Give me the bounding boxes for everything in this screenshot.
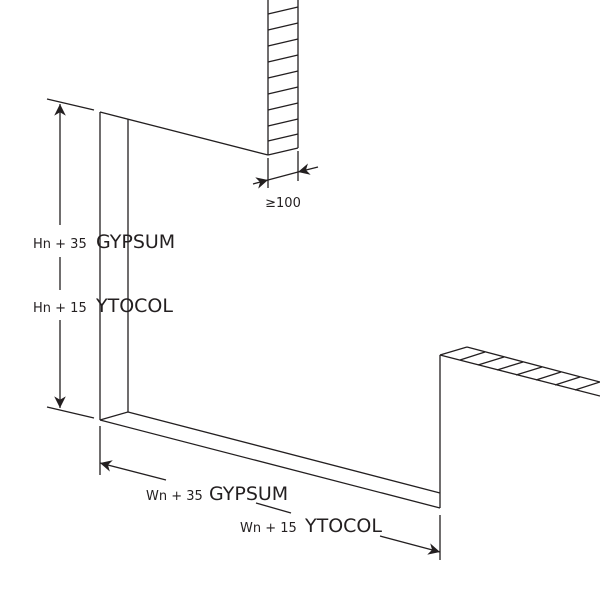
opening-sill	[99, 411, 441, 509]
height-gypsum-formula: Hn + 35	[33, 237, 87, 252]
height-ytocol-formula: Hn + 15	[33, 301, 87, 316]
right-wall-section	[439, 346, 600, 508]
height-gypsum-material: GYPSUM	[96, 231, 175, 253]
width-gypsum-material: GYPSUM	[209, 483, 288, 505]
width-ytocol-formula: Wn + 15	[240, 521, 297, 536]
wall-thickness-label: ≥100	[265, 196, 301, 211]
opening-jamb	[46, 98, 269, 420]
height-ytocol-material: YTOCOL	[95, 295, 173, 317]
width-gypsum-formula: Wn + 35	[146, 489, 203, 504]
width-ytocol-material: YTOCOL	[304, 515, 382, 537]
right-wall-hatching	[459, 351, 600, 391]
width-dimension	[99, 426, 441, 560]
wall-thickness-dimension	[252, 151, 319, 189]
upper-wall-hatching	[267, 6, 299, 142]
upper-wall-section	[267, 0, 299, 156]
